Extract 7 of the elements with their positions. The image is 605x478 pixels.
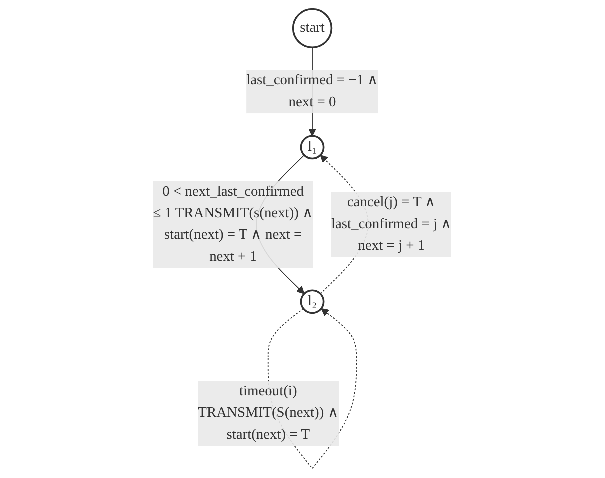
node-circle: l₂ (300, 290, 325, 314)
edge-label: timeout(i) TRANSMIT(S(next)) ∧ start(next) = T (198, 384, 339, 442)
edge-label: cancel(j) = T ∧ last_confirmed = j ∧ next = j + 1 (331, 194, 452, 254)
node-circle: l₁ (300, 135, 325, 160)
edge-label: last_confirmed = −1 ∧ next = 0 (246, 72, 378, 110)
node-circle: start (292, 8, 333, 49)
edge-label: 0 < next_last_confirmed ≤ 1 TRANSMIT(s(next)) ∧ start(next) = T ∧ next = next + 1 (153, 184, 314, 264)
